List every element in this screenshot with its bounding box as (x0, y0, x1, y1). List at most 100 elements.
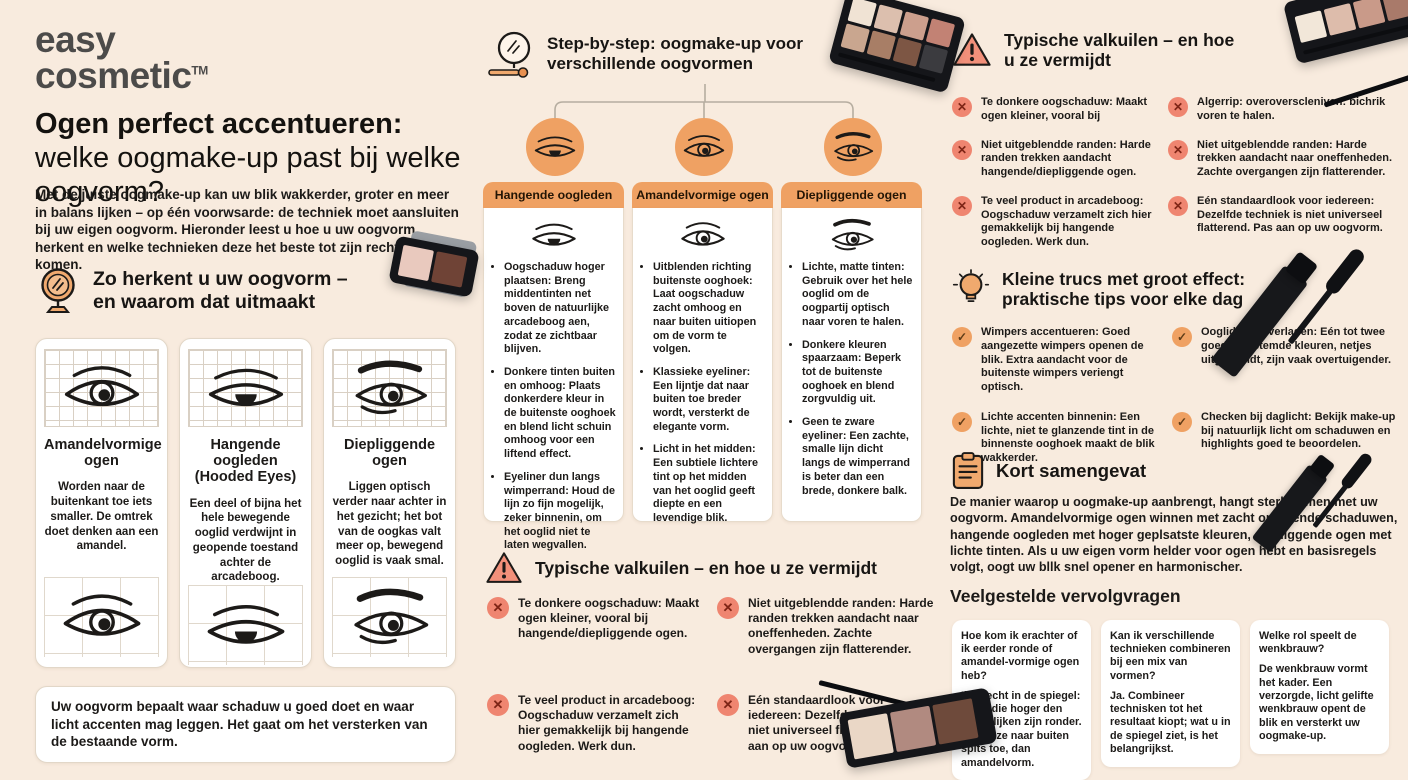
tip-item: ✓ Ooglid niet overladen: Eén tot twee go… (1172, 326, 1408, 367)
step-card-almond: Amandelvormige ogen Uitblenden richting … (632, 182, 773, 524)
step-bullet: Geen te zware eyeliner: Een zachte, smal… (802, 416, 914, 498)
eye-shape-cards: Amandelvormige ogen Worden naar de buite… (35, 338, 456, 668)
step-bullet-list: Uitblenden richting buitenste ooghoek: L… (640, 261, 765, 526)
tip-item: ✓ Lichte accenten binnenin: Een lichte, … (952, 411, 1160, 466)
recognize-section-header: Zo herkent u uw oogvorm – en waarom dat … (35, 266, 455, 316)
step-bullet: Donkere tinten buiten en omhoog: Plaats … (504, 366, 616, 462)
page-title-bold: Ogen perfect accentueren: (35, 108, 403, 140)
lightbulb-icon (952, 269, 990, 302)
step-bullet: Licht in het midden: Een subtiele lichte… (653, 443, 765, 525)
check-icon: ✓ (952, 411, 972, 432)
brand-logo: easy cosmeticTM (35, 21, 208, 97)
eye-grid-illustration-bottom (188, 585, 303, 666)
pitfall-item: ✕ Te donkere oogschaduw: Maakt ogen klei… (952, 96, 1154, 124)
x-icon: ✕ (952, 195, 972, 216)
check-icon: ✓ (952, 327, 972, 347)
pitfalls-right-heading-line2: u ze vermijdt (1004, 50, 1111, 71)
pitfalls-mid-header: Typische valkuilen – en hoe u ze vermijd… (485, 551, 877, 585)
step-cards: Hangende oogleden Oogschaduw hoger plaat… (483, 182, 922, 551)
pitfalls-mid-items: ✕ Te donkere oogschaduw: Maakt ogen klei… (487, 596, 935, 754)
x-icon: ✕ (717, 693, 739, 716)
pitfall-item: ✕ Niet uitgeblendde randen: Harde randen… (717, 596, 935, 657)
pitfall-item: ✕ Te veel product in arcadeboog: Oogscha… (487, 693, 701, 754)
step-bullet: Klassieke eyeliner: Een lijntje dat naar… (653, 366, 765, 435)
shape-card-title: Diepliggende ogen (343, 437, 436, 470)
tree-connector (554, 84, 854, 120)
step-card-title: Hangende oogleden (483, 182, 624, 208)
faq-heading: Veelgestelde vervolgvragen (950, 586, 1181, 606)
step-bullet: Oogschaduw hoger plaatsen: Breng middent… (504, 261, 616, 357)
mirror-icon (41, 268, 75, 313)
deepset-eye-icon (828, 218, 876, 252)
summary-heading: Kort samengevat (996, 460, 1147, 482)
tips-heading-line2: praktische tips voor elke dag (1002, 289, 1244, 309)
recognize-heading-line2: en waarom dat uitmaakt (93, 291, 316, 313)
recognize-heading-line1: Zo herkent u uw oogvorm – (93, 268, 348, 291)
almond-eye-icon (679, 218, 727, 252)
shape-card-hooded: Hangende oogleden (Hooded Eyes) Een deel… (179, 338, 312, 668)
hooded-eye-icon (530, 218, 578, 252)
step-bullet-list: Oogschaduw hoger plaatsen: Breng middent… (491, 261, 616, 553)
step-bullet: Lichte, matte tinten: Gebruik over het h… (802, 261, 914, 330)
eye-grid-illustration (188, 349, 303, 427)
pitfalls-right-items: ✕ Te donkere oogschaduw: Maakt ogen klei… (952, 96, 1408, 250)
steps-heading-line2: verschillende oogvormen (547, 54, 753, 73)
shape-card-deepset: Diepliggende ogen Liggen optisch verder … (323, 338, 456, 668)
faq-card: Kan ik verschillende technieken combiner… (1101, 620, 1240, 767)
mirror-brush-icon (488, 31, 531, 78)
pitfall-item: ✕ Eén standaardlook voor iedereen: Dezel… (1168, 195, 1408, 236)
tips-heading-line1: Kleine trucs met groot effect: (1002, 268, 1246, 289)
hooded-eye-icon (533, 131, 577, 163)
summary-header: Kort samengevat (952, 452, 1146, 490)
step-card-hooded: Hangende oogleden Oogschaduw hoger plaat… (483, 182, 624, 551)
step-bullet-list: Lichte, matte tinten: Gebruik over het h… (789, 261, 914, 498)
step-bullet: Uitblenden richting buitenste ooghoek: L… (653, 261, 765, 357)
x-icon: ✕ (952, 97, 972, 117)
pitfall-item: ✕ Algerrip: overoverscleniven: bichrik v… (1168, 96, 1408, 124)
page-title: Ogen perfect accentueren: welke oogmake-… (35, 108, 463, 210)
pitfall-item: ✕ Te veel product in arcadeboog: Oogscha… (952, 195, 1154, 250)
step-card-deepset: Diepliggende ogen Lichte, matte tinten: … (781, 182, 922, 522)
hooded-eye-circle (526, 118, 584, 176)
step-card-title: Amandelvormige ogen (632, 182, 773, 208)
pitfalls-mid-heading: Typische valkuilen – en hoe u ze vermijd… (535, 557, 878, 578)
x-icon: ✕ (952, 139, 972, 160)
eyeshadow-palette-image (828, 0, 966, 94)
step-bullet: Donkere kleuren spaarzaam: Beperk tot de… (802, 339, 914, 408)
shape-card-almond: Amandelvormige ogen Worden naar de buite… (35, 338, 168, 668)
eye-grid-illustration (44, 349, 159, 427)
pitfall-item: ✕ Niet uitgeblendde randen: Harde randen… (952, 139, 1154, 180)
faq-question: Welke rol speelt de wenkbrauw? (1259, 630, 1357, 656)
deepset-eye-icon (349, 359, 431, 417)
faq-answer: Ja. Combineer technisken tot het resulta… (1110, 689, 1231, 756)
pitfalls-right-heading-line1: Typische valkuilen – en hoe (1004, 30, 1235, 50)
pitfall-item: ✕ Te donkere oogschaduw: Maakt ogen klei… (487, 596, 701, 642)
almond-eye-icon (682, 131, 726, 163)
shape-card-title: Amandelvormige ogen (44, 437, 162, 470)
tips-section-header: Kleine trucs met groot effect: praktisch… (952, 268, 1245, 310)
eye-grid-illustration (332, 349, 447, 427)
faq-question: Kan ik verschillende technieken combiner… (1110, 630, 1231, 682)
x-icon: ✕ (1168, 195, 1188, 216)
x-icon: ✕ (1168, 97, 1188, 117)
tips-items: ✓ Wimpers accentueren: Goed aangezette w… (952, 326, 1408, 466)
check-icon: ✓ (1172, 327, 1192, 347)
deepset-eye-icon (347, 587, 433, 647)
shape-card-desc: Een deel of bijna het hele bewegende oog… (189, 497, 302, 584)
logo-line2: cosmeticTM (35, 55, 208, 97)
deepset-eye-circle (824, 118, 882, 176)
step-card-title: Diepliggende ogen (781, 182, 922, 208)
deepset-eye-icon (831, 131, 875, 163)
faq-cards: Hoe kom ik erachter of ik eerder ronde o… (952, 620, 1389, 780)
x-icon: ✕ (1168, 139, 1188, 160)
hooded-eye-icon (205, 359, 287, 417)
shape-card-desc: Worden naar de buitenkant toe iets small… (44, 481, 159, 553)
eyeshadow-palette-image (1282, 0, 1408, 65)
recognize-note: Uw oogvorm bepaalt waar schaduw u goed d… (35, 686, 456, 763)
shape-card-title: Hangende oogleden (Hooded Eyes) (194, 437, 297, 486)
trademark-symbol: TM (191, 63, 208, 78)
pitfall-item: ✕ Niet uitgeblendde randen: Harde trekke… (1168, 139, 1408, 180)
steps-heading-line1: Step-by-step: oogmake-up voor (547, 34, 803, 54)
faq-card: Welke rol speelt de wenkbrauw? De wenkbr… (1250, 620, 1389, 754)
